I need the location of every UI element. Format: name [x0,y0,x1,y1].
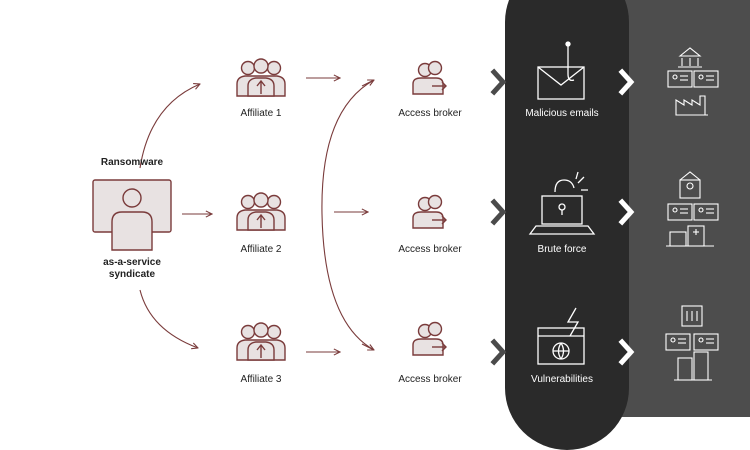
syndicate-subtitle-line-1: as-a-service [103,257,161,268]
access-broker-icon [412,194,447,229]
affiliate-group-icon [236,322,286,361]
affiliate-label: Affiliate 1 [240,108,282,119]
chevron-right-icon [622,202,631,222]
affiliate-label: Affiliate 2 [240,244,282,255]
diagram-artwork [92,41,719,381]
access-broker-icon [412,321,447,356]
school-and-hospital-icon [666,171,719,247]
access-broker-label: Access broker [398,374,462,385]
laptop-lock-icon [528,171,596,235]
chevron-right-icon [494,342,503,362]
method-label-vulnerabilities: Vulnerabilities [531,374,593,385]
browser-globe-lightning-icon [537,307,585,365]
affiliate-group-icon [236,192,286,231]
syndicate-monitor-icon [92,179,172,251]
access-broker-label: Access broker [398,108,462,119]
access-broker-icon [412,60,447,95]
broker-network-curve [321,79,375,351]
arrow-to-bottom-broker [361,343,374,350]
syndicate-title: Ransomware [100,157,164,168]
access-broker-label: Access broker [398,244,462,255]
affiliate-group-icon [236,58,286,97]
method-label-malicious-emails: Malicious emails [525,108,599,119]
ransomware-diagram: Ransomware as-a-service syndicate Affili… [92,0,750,450]
method-label-brute-force: Brute force [537,244,587,255]
chevron-right-icon [622,342,631,362]
phishing-hook-envelope-icon [537,41,585,100]
chevron-right-icon [494,202,503,222]
chevron-right-icon [622,72,631,92]
arrow-to-top-broker [361,80,374,87]
methods-panel [505,0,629,450]
affiliate-label: Affiliate 3 [240,374,282,385]
office-buildings-icon [665,305,719,381]
arrow-to-affiliate-3 [139,289,198,348]
syndicate-subtitle-line-2: syndicate [108,269,156,280]
arrow-to-affiliate-1 [139,84,200,169]
chevron-right-icon [494,72,503,92]
government-and-factory-icon [667,47,719,116]
